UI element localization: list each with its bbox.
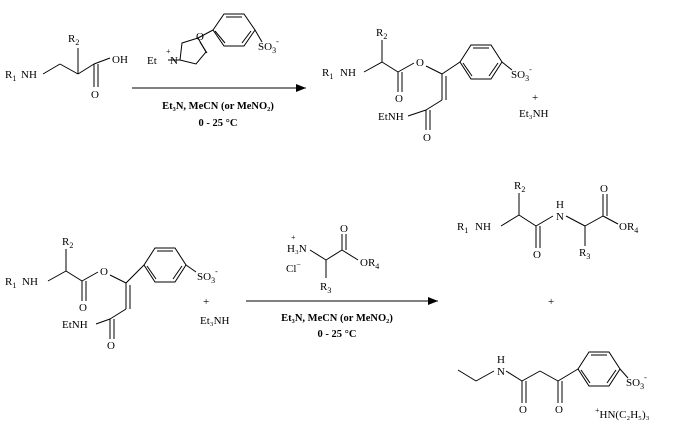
amide-n-label: N: [556, 211, 564, 223]
svg-text:SO3-: SO3-: [511, 65, 532, 83]
ketoamide-byproduct: H N O O SO3- +HN(C₂H₅)₃: [457, 351, 650, 421]
so3-label: SO: [258, 41, 272, 53]
or4-label: OR: [360, 257, 376, 269]
nh-label: NH: [22, 276, 38, 288]
amide-o-label: O: [519, 404, 527, 416]
ketone-o-label: O: [555, 404, 563, 416]
et-label: Et: [147, 55, 157, 67]
r1-label: R: [5, 69, 13, 81]
svg-text:R1: R1: [322, 67, 333, 81]
r1-label: R: [457, 221, 465, 233]
amide-h-label: H: [497, 354, 505, 366]
oh-label: OH: [112, 54, 128, 66]
n-plus: +: [166, 47, 171, 56]
svg-text:R2: R2: [376, 27, 387, 41]
svg-text:SO3-: SO3-: [258, 37, 279, 55]
so3-label: SO: [626, 377, 640, 389]
carbonyl-o-label: O: [91, 89, 99, 101]
svg-text:R2: R2: [514, 180, 525, 194]
chloride-label: Cl−: [286, 260, 301, 275]
dipeptide-product: R1 NH R2 O H N O OR4 R3: [457, 180, 638, 261]
svg-text:SO3-: SO3-: [626, 373, 647, 391]
carbonyl-o-label: O: [340, 223, 348, 235]
r3-label: R: [579, 247, 587, 259]
triethylammonium-2: Et₃NH: [200, 315, 230, 327]
amide-o-label: O: [107, 340, 115, 352]
plus-sign-2: +: [203, 296, 209, 308]
svg-text:R3: R3: [579, 247, 590, 261]
svg-text:OR4: OR4: [619, 221, 638, 235]
r2-label: R: [514, 180, 522, 192]
etnh-label: EtNH: [62, 319, 88, 331]
enol-ester-product-1: R1 NH R2 O O EtNH O SO3-: [322, 27, 532, 144]
amide-n-label: N: [497, 366, 505, 378]
triethylammonium-1: Et₃NH: [519, 108, 549, 120]
so3-label: SO: [197, 271, 211, 283]
amino-ester-salt: H₃N + Cl− O OR4 R3: [286, 223, 379, 295]
r2-label: R: [68, 33, 76, 45]
r3-label: R: [320, 281, 328, 293]
svg-text:R1: R1: [5, 69, 16, 83]
o-label: O: [196, 31, 204, 43]
svg-text:R1: R1: [457, 221, 468, 235]
conditions-1-line2: 0 - 25 °C: [199, 118, 238, 129]
h3n-label: H₃N: [287, 243, 307, 255]
isoxazolium-reagent: Et N + O SO3-: [147, 13, 279, 67]
or4-label: OR: [619, 221, 635, 233]
nh-label: NH: [21, 69, 37, 81]
enol-ester-reactant-2: R1 NH R2 O O EtNH O SO3-: [5, 236, 218, 352]
r1-label: R: [5, 276, 13, 288]
so3-label: SO: [511, 69, 525, 81]
ammonium-plus: +: [291, 233, 296, 242]
amide-o-label: O: [423, 132, 431, 144]
amino-acid-reactant: R1 NH R2 OH O: [5, 33, 128, 101]
nh-label: NH: [340, 67, 356, 79]
ester-o-label: O: [100, 266, 108, 278]
r1-label: R: [322, 67, 330, 79]
conditions-1-line1: Et₃N, MeCN (or MeNO₂): [162, 101, 274, 112]
ester-o-label: O: [416, 57, 424, 69]
conditions-2-line2: 0 - 25 °C: [318, 329, 357, 340]
conditions-2-line1: Et₃N, MeCN (or MeNO₂): [281, 313, 393, 324]
carbonyl-o-label: O: [79, 302, 87, 314]
n-label: N: [170, 55, 178, 67]
svg-text:R2: R2: [62, 236, 73, 250]
r2-label: R: [62, 236, 70, 248]
svg-text:OR4: OR4: [360, 257, 379, 271]
amide-h-label: H: [556, 199, 564, 211]
svg-text:R3: R3: [320, 281, 331, 295]
ester-o-label: O: [600, 183, 608, 195]
etnh-label: EtNH: [378, 111, 404, 123]
counterion-label: +HN(C₂H₅)₃: [595, 406, 650, 421]
carbonyl-o-label: O: [395, 93, 403, 105]
r2-label: R: [376, 27, 384, 39]
plus-sign-1: +: [532, 92, 538, 104]
nh-label: NH: [475, 221, 491, 233]
svg-text:R1: R1: [5, 276, 16, 290]
svg-text:SO3-: SO3-: [197, 267, 218, 285]
amide-o-label: O: [533, 249, 541, 261]
plus-sign-3: +: [548, 296, 554, 308]
svg-text:R2: R2: [68, 33, 79, 47]
